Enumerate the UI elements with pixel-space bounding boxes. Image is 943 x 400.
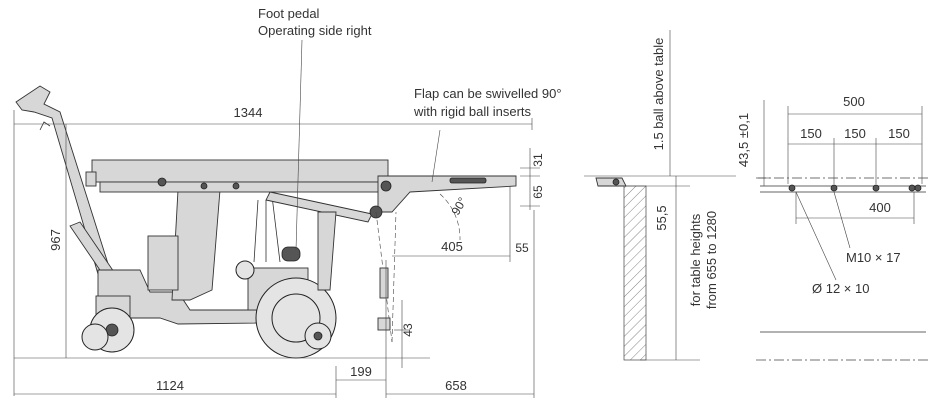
dim-150-a: 150 <box>800 126 822 141</box>
dim-967: 967 <box>48 229 63 251</box>
flap-swivel-label: Flap can be swivelled 90° <box>414 86 562 101</box>
dim-43-5: 43,5 ±0,1 <box>736 113 751 167</box>
table-section-detail <box>584 30 736 361</box>
dim-199: 199 <box>350 364 372 379</box>
dim-405: 405 <box>441 239 463 254</box>
ball-above-table-label: 1.5 ball above table <box>651 38 666 151</box>
rail-hole <box>914 184 922 192</box>
hole-label: Ø 12 × 10 <box>812 281 869 296</box>
dim-150-b: 150 <box>844 126 866 141</box>
hatched-section <box>623 185 647 361</box>
lift-column <box>171 189 221 301</box>
rail-hole <box>872 184 880 192</box>
dim-55-5: 55,5 <box>654 205 669 230</box>
motor-housing <box>147 235 179 291</box>
machine-side-view <box>15 85 517 359</box>
rail-hole <box>788 184 796 192</box>
rail-hole <box>830 184 838 192</box>
dim-31: 31 <box>531 153 545 167</box>
dim-43: 43 <box>401 323 415 337</box>
dim-400: 400 <box>869 200 891 215</box>
flap-inserts-label: with rigid ball inserts <box>413 104 532 119</box>
foot-pedal-label: Foot pedal <box>258 6 320 21</box>
dim-150-c: 150 <box>888 126 910 141</box>
pressure-gauge <box>235 260 255 280</box>
left-dimension-lines <box>13 39 540 398</box>
dim-1124: 1124 <box>156 378 184 393</box>
operating-side-label: Operating side right <box>258 23 372 38</box>
dim-65: 65 <box>531 185 545 199</box>
dim-55: 55 <box>515 241 529 255</box>
flap-handle <box>449 177 487 184</box>
swivel-flap <box>377 175 517 213</box>
rail-hole <box>908 184 916 192</box>
rail-detail <box>756 100 930 361</box>
thread-label: M10 × 17 <box>846 250 901 265</box>
dim-1344: 1344 <box>234 105 263 120</box>
table-heights-range-label: from 655 to 1280 <box>704 211 719 309</box>
dim-658: 658 <box>445 378 467 393</box>
table-top <box>91 159 389 183</box>
dim-500: 500 <box>843 94 865 109</box>
foot-pedal <box>281 246 301 262</box>
angle-label: 90° <box>448 195 469 218</box>
table-heights-label: for table heights <box>688 213 703 306</box>
